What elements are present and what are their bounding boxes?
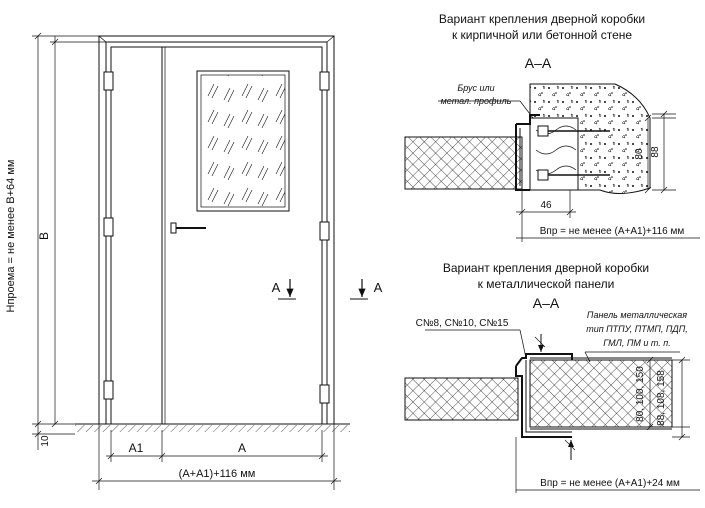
panel-title-line2: к металлической панели	[478, 277, 615, 291]
floor-gap-label: 10	[40, 435, 51, 447]
anchor-bolts	[537, 125, 610, 181]
door-elevation	[32, 32, 368, 490]
door-leaf-section-2	[404, 377, 519, 421]
brick-wall-detail	[404, 83, 700, 242]
panel-callout-line2: тип ПТПУ, ПТМП, ПДП,	[586, 324, 688, 334]
wooden-beam	[529, 117, 579, 191]
panel-callout-line1: Панель металлическая	[587, 310, 687, 320]
section-marker-right	[350, 279, 368, 300]
hinge-left-set	[103, 71, 114, 400]
leaf-small-width-label: A1	[129, 441, 144, 455]
section-marker-right-label: A	[374, 280, 383, 295]
panel-callout-line3: ГМЛ, ПМ и т. п.	[603, 338, 670, 348]
panel-dim-inner: 80, 100, 150	[635, 366, 646, 422]
brick-callout-line2: метал. профиль	[441, 96, 512, 106]
brick-dim-46: 46	[540, 200, 552, 211]
hinge-right-set	[319, 71, 330, 404]
brick-title-line1: Вариант крепления дверной коробки	[439, 12, 645, 26]
door-handle	[170, 222, 206, 234]
brick-dim-80: 80	[634, 148, 645, 160]
panel-channel-label: С№8, С№10, С№15	[416, 318, 509, 329]
section-marker-left-label: A	[272, 280, 281, 295]
metal-panel-section	[529, 359, 673, 428]
panel-section-label: A–A	[533, 295, 560, 311]
opening-height-label: Hпроема = не менее В+64 мм	[5, 160, 17, 313]
door-window	[196, 70, 290, 212]
panel-dim-outer: 88, 108, 158	[656, 370, 667, 426]
brick-opening-label: Впр = не менее (A+A1)+116 мм	[540, 226, 685, 237]
brick-callout-line1: Брус или	[457, 83, 494, 93]
leaf-main-width-label: A	[238, 441, 246, 455]
panel-title-line1: Вариант крепления дверной коробки	[443, 261, 649, 275]
section-marker-left	[278, 279, 296, 300]
brick-section-label: A–A	[525, 55, 552, 71]
door-height-label: В	[37, 232, 51, 240]
frame-profile	[515, 114, 540, 191]
door-leaf-section	[404, 136, 523, 190]
door-leaf-small	[110, 46, 163, 425]
total-width-label: (A+A1)+116 мм	[179, 468, 256, 480]
brick-title-line2: к кирпичной или бетонной стене	[452, 28, 632, 42]
panel-opening-label: Впр = не менее (A+A1)+24 мм	[540, 478, 680, 489]
metal-panel-detail	[404, 329, 700, 493]
brick-dim-88: 88	[650, 146, 661, 158]
channel-frame	[515, 366, 572, 438]
